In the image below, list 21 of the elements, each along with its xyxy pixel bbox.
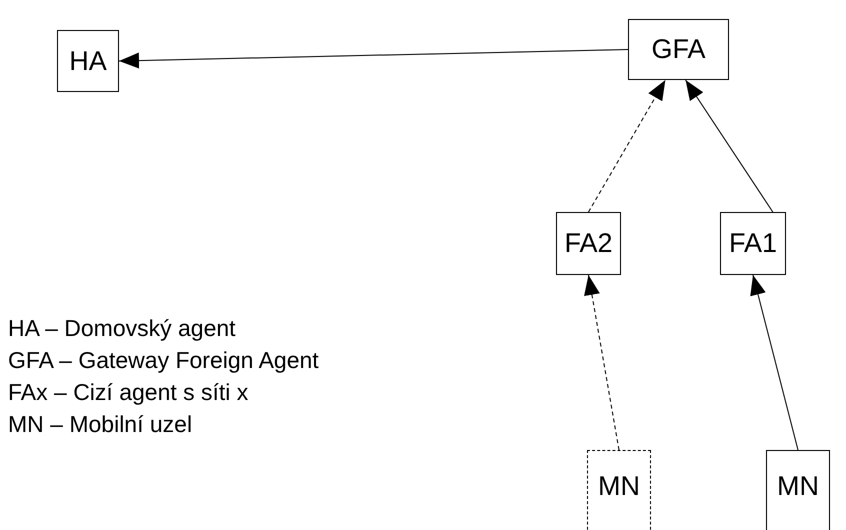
node-label: MN — [598, 473, 640, 500]
arrow — [685, 80, 774, 212]
legend-note: GFA – Gateway Foreign Agent — [8, 349, 319, 372]
node-label: FA1 — [728, 230, 778, 257]
legend-note: FAx – Cizí agent s síti x — [8, 381, 248, 404]
agent-box — [766, 450, 830, 530]
node-label: MN — [777, 473, 819, 500]
agent-box — [57, 30, 119, 92]
agent-box — [720, 212, 786, 275]
legend-note: MN – Mobilní uzel — [8, 413, 192, 436]
node-label: GFA — [651, 36, 706, 63]
arrow — [750, 274, 798, 450]
legend-note: HA – Domovský agent — [8, 317, 236, 340]
agent-box — [587, 450, 651, 530]
agent-box — [628, 19, 729, 80]
arrow — [118, 49, 628, 69]
arrow — [588, 80, 666, 212]
node-label: FA2 — [564, 230, 613, 257]
node-label: HA — [69, 48, 107, 74]
agent-box — [556, 212, 621, 275]
arrow — [584, 274, 620, 450]
